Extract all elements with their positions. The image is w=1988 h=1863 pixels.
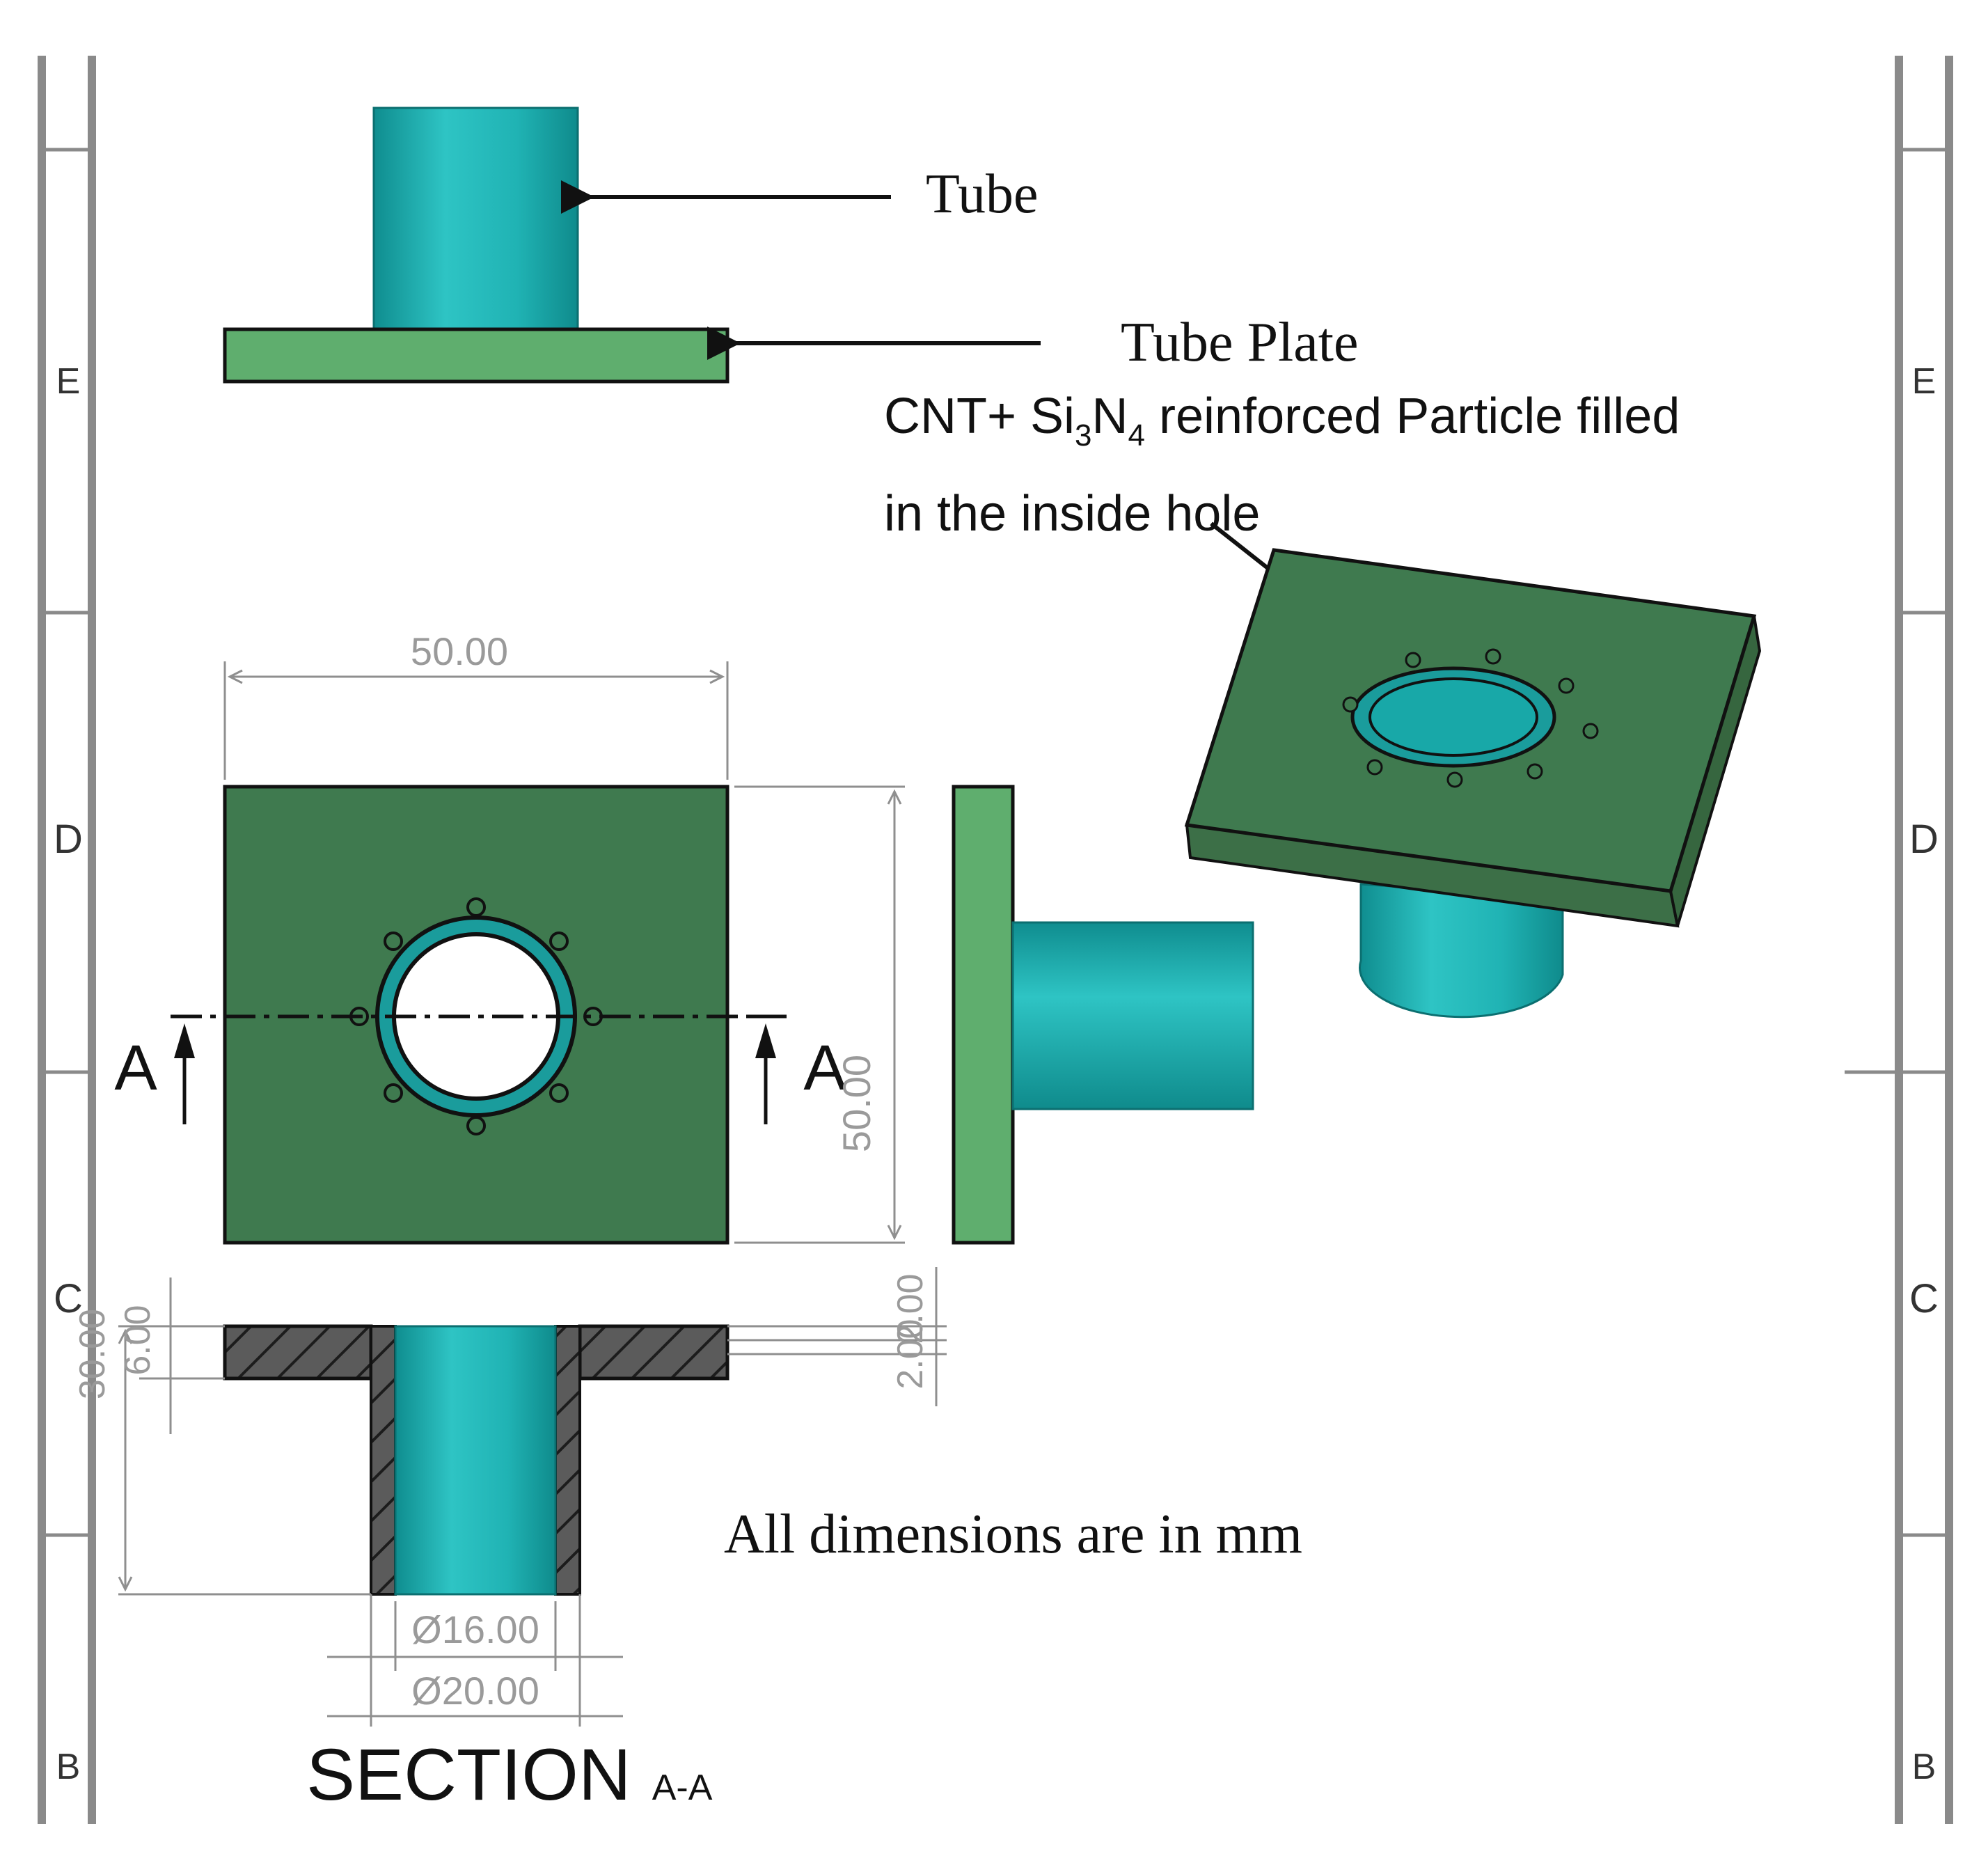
section-marker-left-label: A: [114, 1032, 157, 1103]
section-plate-left: [223, 1324, 373, 1381]
front-view: [223, 107, 729, 384]
tube-label: Tube: [926, 164, 1039, 225]
tube-body: [372, 107, 579, 331]
left-border: [38, 56, 96, 1824]
section-view: [223, 1324, 729, 1596]
zone-left-e: E: [56, 361, 81, 402]
zone-right-b: B: [1912, 1747, 1936, 1787]
filling-holes: [349, 897, 603, 1135]
section-marker-right: A: [752, 1014, 846, 1124]
filled-note-line2: in the inside hole: [884, 486, 1260, 542]
plate-thickness-top-label: 2.00: [890, 1273, 931, 1344]
height-dimension: 50.00: [734, 785, 905, 1244]
isometric-view: [1184, 548, 1762, 1019]
filled-note-line1: CNT+ Si3N4 reinforced Particle filled: [884, 388, 1680, 453]
iso-tube: [1359, 883, 1564, 1019]
height-dimension-label: 50.00: [835, 1055, 878, 1152]
inner-diameter-label: Ø16.00: [411, 1607, 539, 1651]
width-dimension-label: 50.00: [411, 629, 508, 673]
zone-right-d: D: [1909, 817, 1939, 862]
zone-right-c: C: [1909, 1276, 1939, 1321]
zone-right-e: E: [1912, 361, 1936, 402]
tube-plate-body: [223, 327, 729, 384]
side-plate: [952, 785, 1015, 1245]
plate-thickness-bottom-label: 2.00: [890, 1319, 931, 1389]
zone-left-c: C: [54, 1276, 83, 1321]
zone-left-b: B: [56, 1747, 81, 1787]
iso-tube-fill: [1368, 677, 1538, 757]
section-wall-left: [370, 1325, 397, 1596]
top-view: [171, 785, 787, 1245]
outer-diameter-label: Ø20.00: [411, 1669, 539, 1713]
section-filled-bore: [394, 1325, 557, 1596]
plate-thickness-dimension: 2.00 2.00: [727, 1267, 947, 1406]
section-plate-right: [578, 1324, 729, 1381]
width-dimension: 50.00: [223, 629, 729, 780]
section-marker-right-label: A: [803, 1032, 846, 1103]
diameter-dimensions: Ø16.00 Ø20.00: [327, 1594, 623, 1727]
iso-filling-holes: [1342, 648, 1599, 788]
side-view: [952, 785, 1254, 1245]
tube-plate-label: Tube Plate: [1121, 312, 1359, 373]
plate-thickness-label: 6.00: [118, 1305, 158, 1375]
section-wall-right: [554, 1325, 581, 1596]
zone-left-d: D: [54, 817, 83, 862]
units-note: All dimensions are in mm: [724, 1504, 1302, 1565]
tube-length-label: 30.00: [72, 1309, 113, 1399]
tube-length-dimension: 30.00 6.00: [72, 1278, 371, 1596]
section-marker-left: A: [114, 1014, 198, 1124]
side-tube: [1011, 921, 1254, 1110]
right-border: [1845, 56, 1953, 1824]
